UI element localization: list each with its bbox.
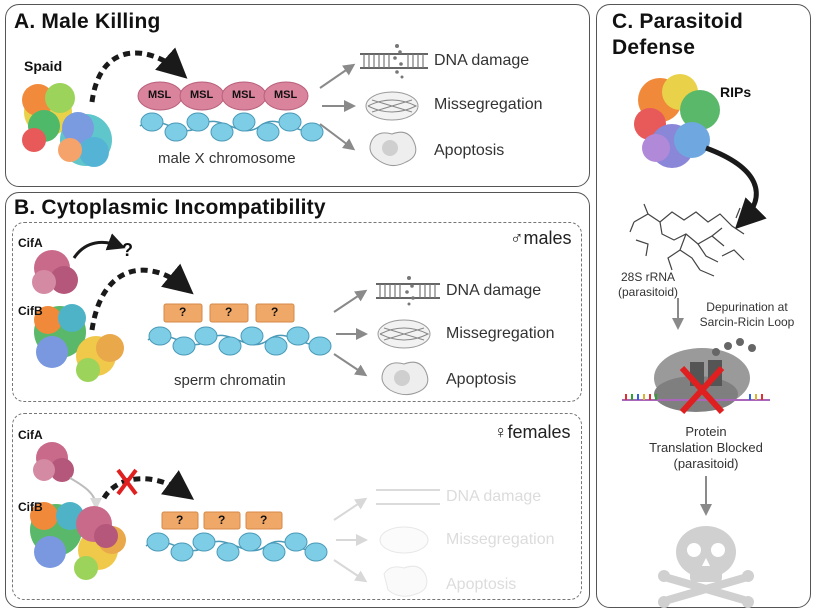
red-x-icon-ribosome [679,365,725,415]
apoptosis-icon [369,131,417,166]
depurination-label-line2: Sarcin-Ricin Loop [699,315,795,329]
missegregation-icon-males [377,319,431,349]
male-x-chromosome-label: male X chromosome [158,150,296,167]
rrna-label-line2: (parasitoid) [617,285,679,299]
rrna-label-line1: 28S rRNA [620,270,676,284]
female-question-box-label-2: ? [218,513,226,527]
males-outcome-missegregation: Missegregation [446,325,555,342]
spaid-protein [22,83,112,167]
cifa-arrow-males [72,233,126,259]
cifa-arrow-females [69,477,102,510]
female-question-box-label-3: ? [260,513,268,527]
dna-damage-icon-males [376,276,440,306]
depurination-label-line1: Depurination at [706,300,788,314]
rip-curved-arrow [705,145,767,230]
spaid-label: Spaid [24,58,63,74]
females-outcome-missegregation: Missegregation [446,531,555,548]
cifa-protein-females [33,442,74,482]
question-boxes-females [161,511,283,530]
cifb-cifa-complex-females [30,502,126,580]
translation-blocked-label: Protein Translation Blocked (parasitoid) [630,424,782,472]
males-label: ♂males [510,228,572,248]
question-box-label-3: ? [271,305,279,319]
cifa-question-mark: ? [122,240,133,260]
panel-c-title-line1: C. Parasitoid [612,10,743,33]
rrna-label: 28S rRNA (parasitoid) [606,270,690,300]
red-x-icon-females [116,468,138,496]
cifb-label-males: CifB [18,304,43,318]
outcome-apoptosis: Apoptosis [434,142,505,159]
translation-label-line3: (parasitoid) [673,456,739,471]
males-outcome-apoptosis: Apoptosis [446,371,517,388]
cifb-protein-males [34,304,124,382]
question-box-label-1: ? [179,305,187,319]
outcome-dna-damage: DNA damage [434,52,530,69]
males-outcome-arrows [333,289,368,377]
apoptosis-icon-males [381,361,429,396]
panel-a-dashed-arrow [89,47,188,103]
rip-protein [634,74,720,168]
depurination-label: Depurination at Sarcin-Ricin Loop [688,300,806,330]
cifa-label-females: CifA [18,428,43,442]
females-outcome-arrows-faded [333,497,368,583]
faded-outcome-icons-females [376,489,440,597]
cifb-label-females: CifB [18,500,43,514]
skull-crossbones-icon [658,526,754,608]
females-outcome-dna-damage: DNA damage [446,488,542,505]
dna-damage-icon [360,44,428,79]
cifb-dashed-arrow-males [89,263,194,331]
cifa-protein-males [32,250,78,294]
translation-label-line1: Protein [685,424,727,439]
sperm-chromatin-nucleosomes [147,326,332,356]
x-chromosome-nucleosomes [139,112,324,142]
msl-label-3: MSL [232,89,256,101]
panel-c-title-line2: Defense [612,36,696,59]
female-question-box-label-1: ? [176,513,184,527]
female-chromatin-nucleosomes [145,532,328,562]
panel-b-males-box [12,222,582,402]
females-outcome-apoptosis: Apoptosis [446,576,517,593]
panel-b-title: B. Cytoplasmic Incompatibility [14,196,326,219]
females-label: ♀females [494,422,571,442]
question-boxes-males [163,303,295,323]
sperm-chromatin-label: sperm chromatin [174,372,286,389]
outcome-missegregation: Missegregation [434,96,543,113]
msl-label-2: MSL [190,89,214,101]
rrna-structure [629,203,745,277]
males-outcome-dna-damage: DNA damage [446,282,542,299]
translation-label-line2: Translation Blocked [649,440,763,455]
cifa-label-males: CifA [18,236,43,250]
panel-a-title: A. Male Killing [14,10,161,33]
cifb-dashed-arrow-females [101,470,195,500]
panel-a-outcome-arrows [319,63,356,151]
question-box-label-2: ? [225,305,233,319]
msl-label-4: MSL [274,89,298,101]
rips-label: RIPs [720,84,752,100]
msl-label-1: MSL [148,89,172,101]
missegregation-icon [365,91,419,121]
panel-b-females-box [12,413,582,600]
msl-complexes [137,81,309,111]
